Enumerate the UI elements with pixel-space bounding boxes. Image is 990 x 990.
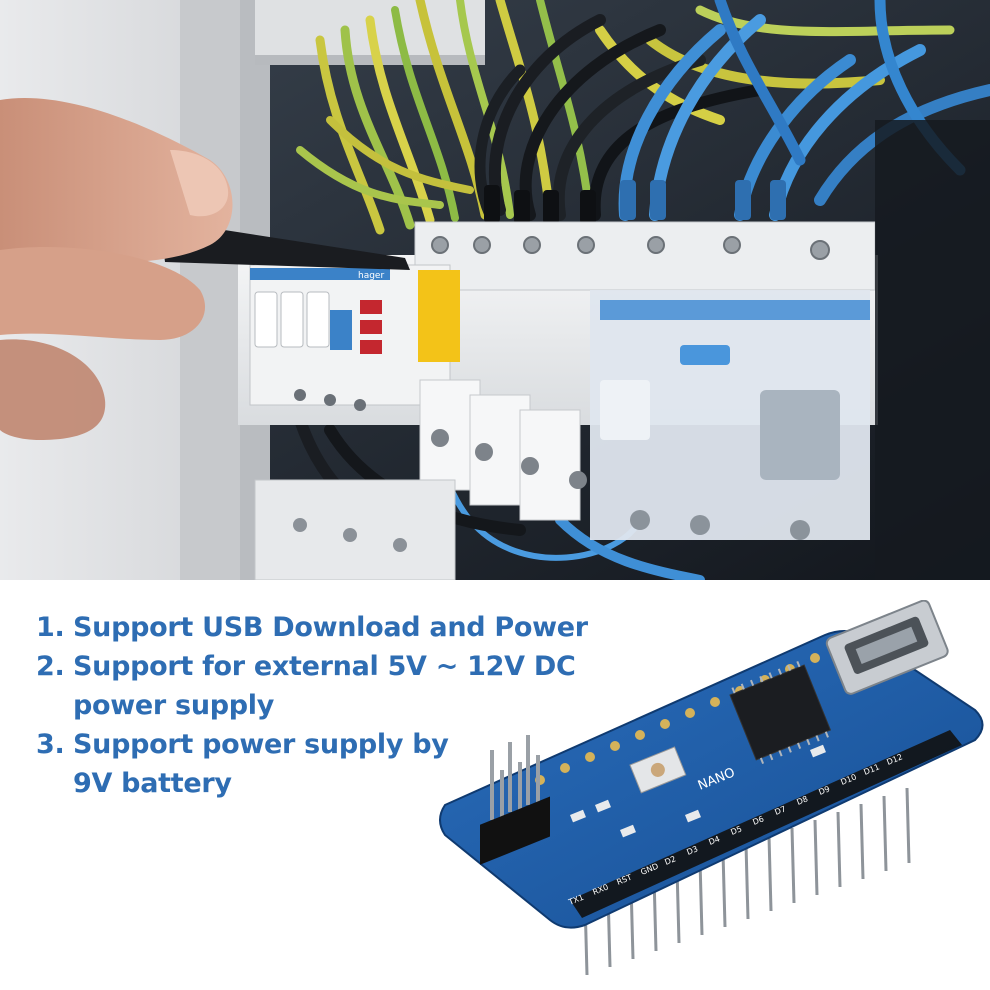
pin-label: D9 bbox=[817, 784, 831, 797]
breaker-label-strip bbox=[250, 268, 390, 280]
feature-number: 1. bbox=[36, 612, 65, 643]
feature-item: 2. Support for external 5V ~ 12V DC powe… bbox=[36, 647, 636, 725]
pin-label: D2 bbox=[663, 854, 677, 867]
feature-number: 2. bbox=[36, 651, 65, 682]
pin-label: D3 bbox=[685, 844, 699, 857]
nano-board-illustration: NANO D12 D11 D10 D9 D8 D7 D6 D5 D4 D3 D2… bbox=[439, 600, 984, 976]
electrical-panel-illustration: hager bbox=[0, 0, 990, 580]
pin-label: D5 bbox=[729, 824, 743, 837]
feature-text: Support USB Download and Power bbox=[73, 612, 588, 643]
feature-number: 3. bbox=[36, 729, 65, 760]
pin-label: D7 bbox=[773, 804, 787, 817]
feature-text: Support for external 5V ~ 12V DC power s… bbox=[73, 651, 576, 721]
pin-label: D4 bbox=[707, 834, 721, 847]
pin-label: D8 bbox=[795, 794, 809, 807]
arduino-nano-board: NANO D12 D11 D10 D9 D8 D7 D6 D5 D4 D3 D2… bbox=[430, 600, 990, 990]
feature-list: 1. Support USB Download and Power 2. Sup… bbox=[36, 608, 636, 803]
feature-item: 1. Support USB Download and Power bbox=[36, 608, 636, 647]
electrical-panel-photo: hager bbox=[0, 0, 990, 580]
hand-with-screwdriver bbox=[0, 98, 410, 440]
warning-label bbox=[418, 270, 460, 362]
pin-label: D6 bbox=[751, 814, 765, 827]
breaker-brand: hager bbox=[358, 271, 384, 281]
feature-item: 3. Support power supply by 9V battery bbox=[36, 725, 493, 803]
usb-connector-icon bbox=[825, 600, 949, 695]
feature-text: Support power supply by 9V battery bbox=[73, 729, 449, 799]
